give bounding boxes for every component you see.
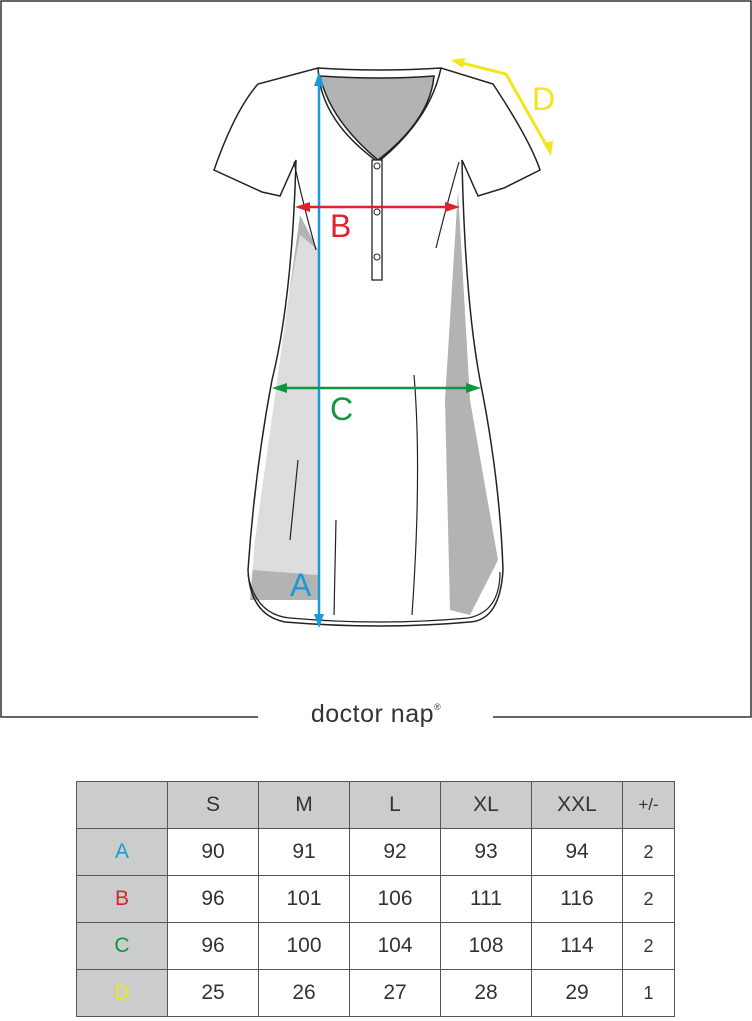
value-cell: 90 [167, 828, 259, 876]
table-header-row: S M L XL XXL +/- [76, 781, 675, 829]
header-cell: S [167, 781, 259, 829]
value-cell: 96 [167, 922, 259, 970]
value-cell: 27 [349, 969, 441, 1017]
header-cell [76, 781, 168, 829]
value-cell: 100 [258, 922, 350, 970]
garment-diagram: A B C D [0, 0, 752, 718]
row-label: D [76, 969, 168, 1017]
header-cell: XL [440, 781, 532, 829]
registered-mark: ® [434, 702, 442, 712]
tolerance-cell: 2 [622, 922, 675, 970]
tolerance-cell: 2 [622, 875, 675, 923]
measure-b-label: B [330, 208, 351, 244]
value-cell: 93 [440, 828, 532, 876]
value-cell: 106 [349, 875, 441, 923]
measure-d-line [457, 60, 550, 149]
value-cell: 28 [440, 969, 532, 1017]
brand-name: doctor nap [310, 700, 434, 728]
value-cell: 29 [531, 969, 623, 1017]
value-cell: 94 [531, 828, 623, 876]
header-cell: M [258, 781, 350, 829]
header-cell: L [349, 781, 441, 829]
brand-logo: doctor nap® [260, 700, 492, 729]
value-cell: 25 [167, 969, 259, 1017]
value-cell: 91 [258, 828, 350, 876]
shading-right [445, 190, 498, 615]
button [373, 162, 381, 170]
tolerance-cell: 1 [622, 969, 675, 1017]
frame [0, 0, 752, 718]
button-placket [371, 159, 383, 281]
row-label: C [76, 922, 168, 970]
measure-c-label: C [330, 391, 353, 427]
neckline-inner [319, 75, 435, 161]
value-cell: 104 [349, 922, 441, 970]
value-cell: 108 [440, 922, 532, 970]
value-cell: 92 [349, 828, 441, 876]
value-cell: 26 [258, 969, 350, 1017]
value-cell: 96 [167, 875, 259, 923]
button [373, 208, 381, 216]
header-cell: +/- [622, 781, 675, 829]
value-cell: 114 [531, 922, 623, 970]
value-cell: 101 [258, 875, 350, 923]
measure-a-label: A [290, 567, 312, 603]
row-label: B [76, 875, 168, 923]
tolerance-cell: 2 [622, 828, 675, 876]
garment-outline [213, 67, 541, 627]
measure-d-label: D [532, 81, 555, 117]
row-label: A [76, 828, 168, 876]
value-cell: 116 [531, 875, 623, 923]
button [373, 253, 381, 261]
header-cell: XXL [531, 781, 623, 829]
value-cell: 111 [440, 875, 532, 923]
